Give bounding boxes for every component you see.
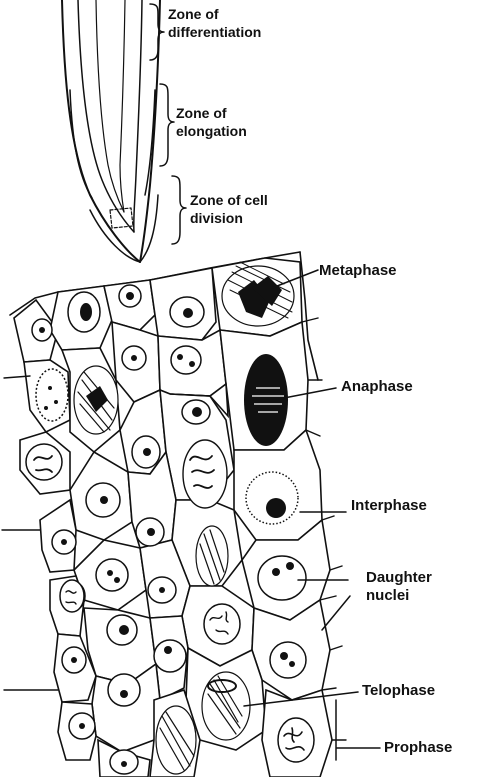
root-tip-outline <box>62 0 160 262</box>
label-daughter-nuclei-2: nuclei <box>366 587 409 604</box>
spindle-cell-r2c2 <box>74 366 118 434</box>
label-telophase: Telophase <box>362 682 435 699</box>
label-anaphase: Anaphase <box>341 378 413 395</box>
anaphase-figure <box>244 354 288 446</box>
label-zone-elongation-2: elongation <box>176 123 247 139</box>
label-daughter-nuclei-1: Daughter <box>366 569 432 586</box>
label-zone-elongation-1: Zone of <box>176 105 227 121</box>
label-metaphase: Metaphase <box>319 262 397 279</box>
telophase-figure <box>202 672 250 740</box>
label-zone-cell-division-1: Zone of cell <box>190 192 268 208</box>
interphase-figure <box>246 472 298 524</box>
daughter-nuclei-figure <box>258 556 306 600</box>
label-prophase: Prophase <box>384 739 452 756</box>
label-zone-differentiation-1: Zone of <box>168 6 219 22</box>
label-interphase: Interphase <box>351 497 427 514</box>
cell-tissue <box>2 252 346 777</box>
label-zone-cell-division-2: division <box>190 210 243 226</box>
label-zone-differentiation-2: differentiation <box>168 24 261 40</box>
